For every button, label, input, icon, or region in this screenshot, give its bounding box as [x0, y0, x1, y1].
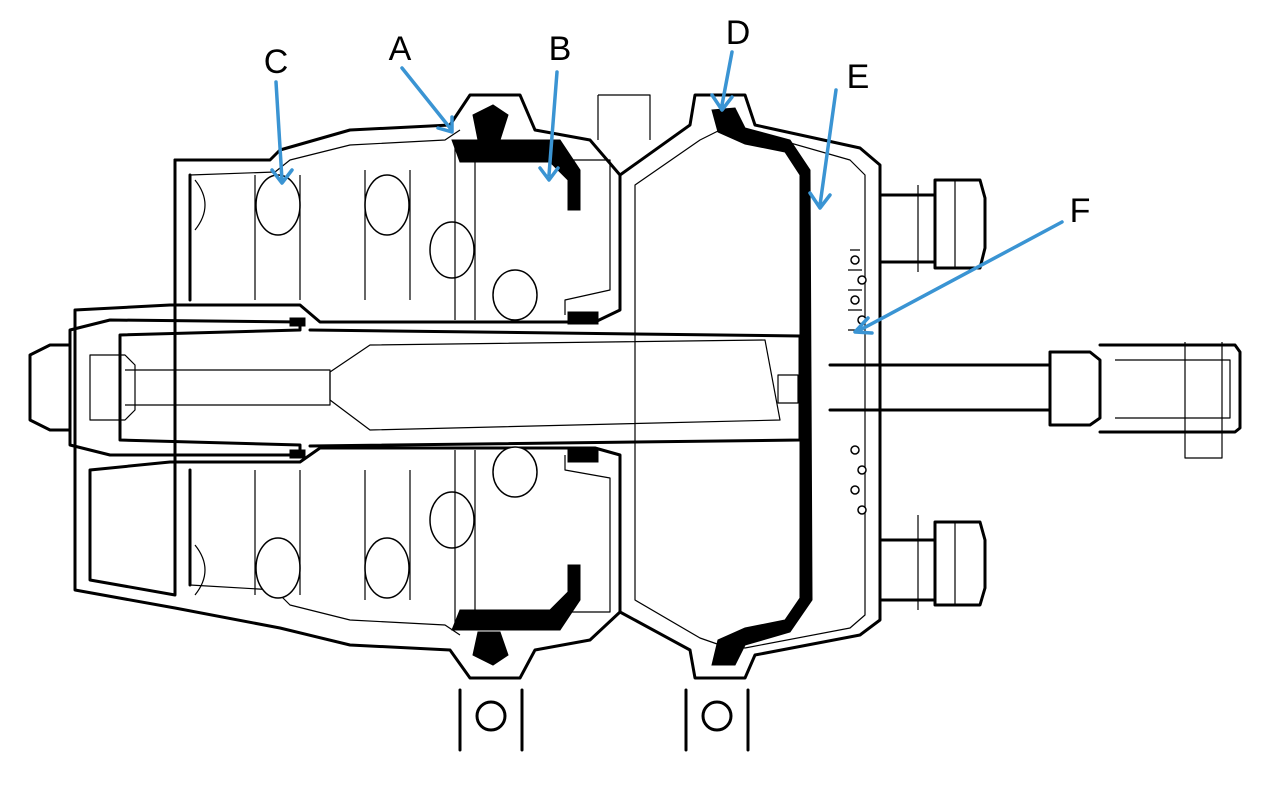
arrow-a — [400, 66, 454, 134]
arrow-b — [538, 70, 560, 182]
label-e: E — [847, 58, 870, 96]
label-a: A — [389, 30, 412, 68]
label-c: C — [264, 43, 289, 81]
callout-arrows — [270, 50, 1064, 335]
arrow-c — [270, 80, 294, 185]
label-b: B — [549, 30, 572, 68]
arrow-e — [808, 88, 838, 210]
housing — [73, 93, 882, 680]
return-spring — [848, 249, 867, 515]
spring-coils — [194, 140, 538, 630]
push-rod — [28, 317, 1242, 459]
service-diaphragm — [711, 107, 813, 666]
mounting-studs — [878, 178, 987, 610]
spring-piston-diaphragm — [451, 104, 611, 666]
callout-labels: A B C D E F — [264, 14, 1091, 230]
label-d: D — [726, 14, 751, 52]
mounting-brackets — [458, 94, 750, 752]
arrow-d — [710, 50, 734, 112]
label-f: F — [1070, 192, 1091, 230]
arrow-f — [853, 220, 1064, 335]
